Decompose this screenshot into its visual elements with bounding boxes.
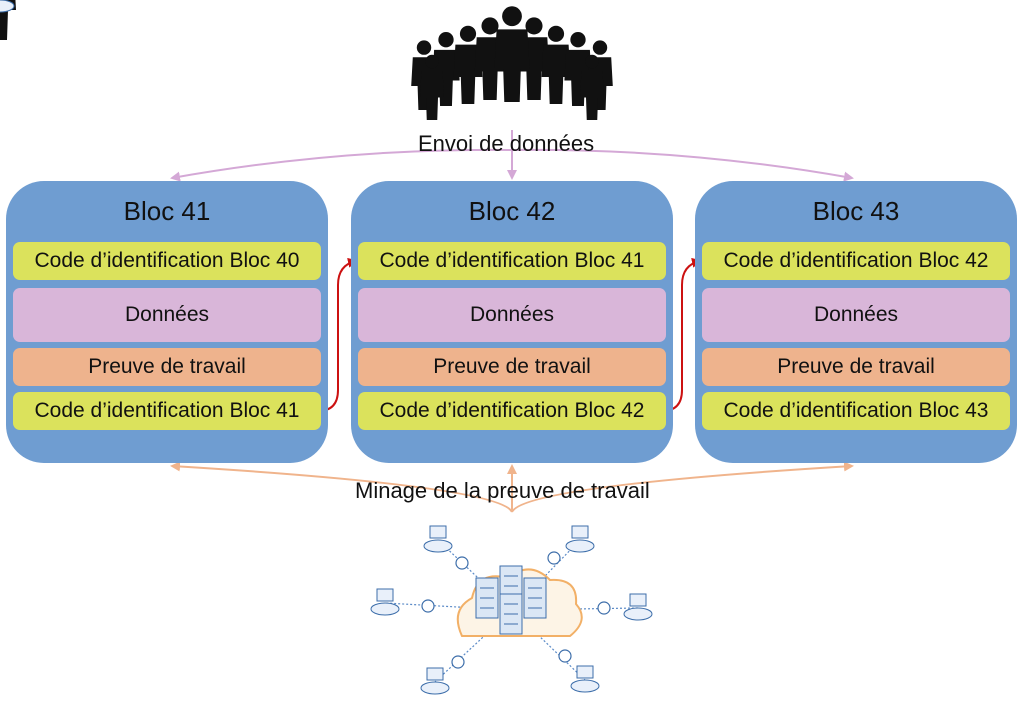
block-title: Bloc 41 — [123, 196, 211, 226]
previous-block-code: Code d’identification Bloc 42 — [702, 242, 1010, 280]
block-data: Données — [702, 288, 1010, 342]
bottom-label: Minage de la preuve de travail — [355, 478, 650, 503]
block-42: Bloc 42 Code d’identification Bloc 41 Do… — [351, 181, 673, 463]
previous-block-code: Code d’identification Bloc 41 — [358, 242, 666, 280]
mining-arrows — [170, 461, 854, 513]
block-title: Bloc 43 — [812, 196, 900, 226]
block-code: Code d’identification Bloc 42 — [358, 392, 666, 430]
block-code: Code d’identification Bloc 43 — [702, 392, 1010, 430]
proof-of-work: Preuve de travail — [702, 348, 1010, 386]
block-41: Bloc 41 Code d’identification Bloc 40 Do… — [6, 181, 328, 463]
block-title: Bloc 42 — [468, 196, 556, 226]
crowd-icon — [0, 0, 613, 120]
block-code: Code d’identification Bloc 41 — [13, 392, 321, 430]
proof-of-work: Preuve de travail — [358, 348, 666, 386]
data-distribution-arrows — [170, 130, 854, 182]
previous-block-code: Code d’identification Bloc 40 — [13, 242, 321, 280]
block-43: Bloc 43 Code d’identification Bloc 42 Do… — [695, 181, 1017, 463]
block-data: Données — [13, 288, 321, 342]
mining-network-icon — [0, 0, 653, 695]
proof-of-work: Preuve de travail — [13, 348, 321, 386]
top-label: Envoi de données — [418, 131, 595, 156]
block-data: Données — [358, 288, 666, 342]
